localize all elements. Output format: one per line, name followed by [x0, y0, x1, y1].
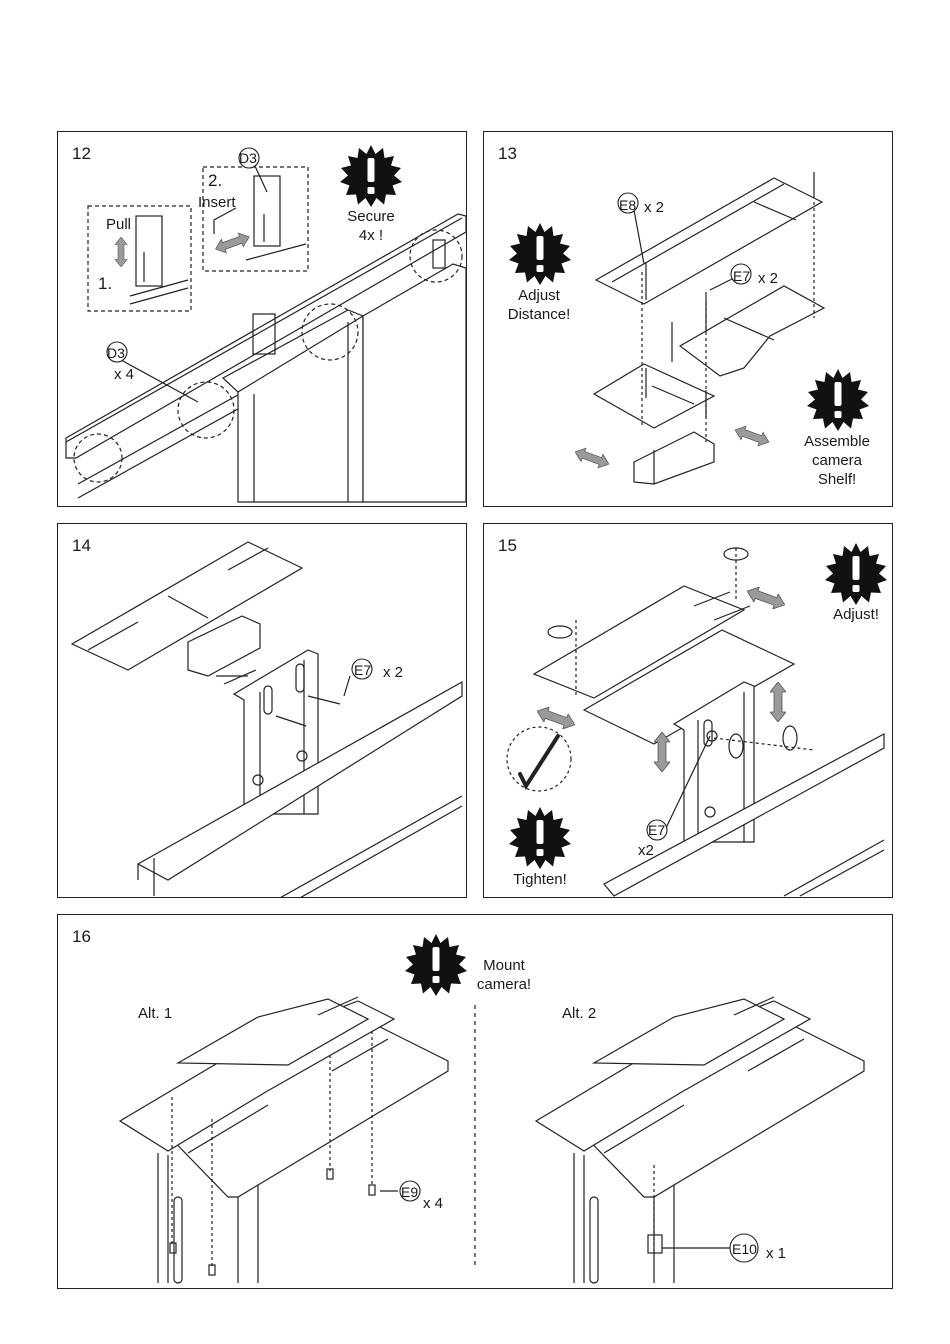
secure-label: Secure: [333, 208, 409, 226]
camera-label: camera!: [468, 976, 540, 994]
shelf-label: Shelf!: [789, 471, 885, 489]
part-e7-callout: E7: [733, 267, 750, 285]
insert-label: Insert: [198, 194, 236, 212]
step-14-panel: 14 E7 x 2: [57, 523, 467, 898]
adjust-label: Adjust!: [819, 606, 893, 624]
substep-1-label: 1.: [98, 275, 112, 293]
alt-1-label: Alt. 1: [138, 1005, 172, 1023]
distance-label: Distance!: [494, 306, 584, 324]
step-12-panel: 12 Pull 1. 2. Insert D3 Secure 4x ! D3 x…: [57, 131, 467, 507]
warning-icon: [508, 222, 572, 286]
e9-quantity-label: x 4: [423, 1195, 443, 1213]
d3-quantity-label: x 4: [114, 366, 134, 384]
step-14-illustration: [58, 524, 467, 898]
warning-icon: [339, 144, 403, 208]
part-e10-callout: E10: [732, 1240, 757, 1258]
step-number: 14: [72, 536, 91, 556]
alt-2-label: Alt. 2: [562, 1005, 596, 1023]
step-12-illustration: [58, 132, 467, 507]
step-13-panel: 13 Adjust Distance! E8 x 2 E7 x 2 Assemb…: [483, 131, 893, 507]
e7-quantity-label: x 2: [758, 270, 778, 288]
part-e9-callout: E9: [401, 1183, 418, 1201]
step-15-panel: 15 Adjust! Tighten! E7 x2: [483, 523, 893, 898]
warning-icon: [806, 368, 870, 432]
pull-label: Pull: [106, 216, 131, 234]
camera-label: camera: [789, 452, 885, 470]
warning-icon: [404, 933, 468, 997]
tighten-label: Tighten!: [500, 871, 580, 889]
step-number: 16: [72, 927, 91, 947]
part-e7-callout: E7: [354, 661, 371, 679]
step-number: 12: [72, 144, 91, 164]
warning-icon: [824, 542, 888, 606]
mount-label: Mount: [468, 957, 540, 975]
e7-quantity-label: x 2: [383, 664, 403, 682]
part-e8-callout: E8: [619, 196, 636, 214]
step-number: 13: [498, 144, 517, 164]
e7-quantity-label: x2: [638, 842, 654, 860]
part-d3-side-callout: D3: [107, 344, 125, 362]
adjust-label: Adjust: [494, 287, 584, 305]
part-d3-callout: D3: [239, 149, 257, 167]
secure-count-label: 4x !: [333, 227, 409, 245]
e10-quantity-label: x 1: [766, 1245, 786, 1263]
step-number: 15: [498, 536, 517, 556]
part-e7-callout: E7: [648, 821, 665, 839]
step-16-panel: 16 Mount camera! Alt. 1 Alt. 2 E9 x 4 E1…: [57, 914, 893, 1289]
warning-icon: [508, 806, 572, 870]
assemble-label: Assemble: [789, 433, 885, 451]
substep-2-label: 2.: [208, 172, 222, 190]
e8-quantity-label: x 2: [644, 199, 664, 217]
